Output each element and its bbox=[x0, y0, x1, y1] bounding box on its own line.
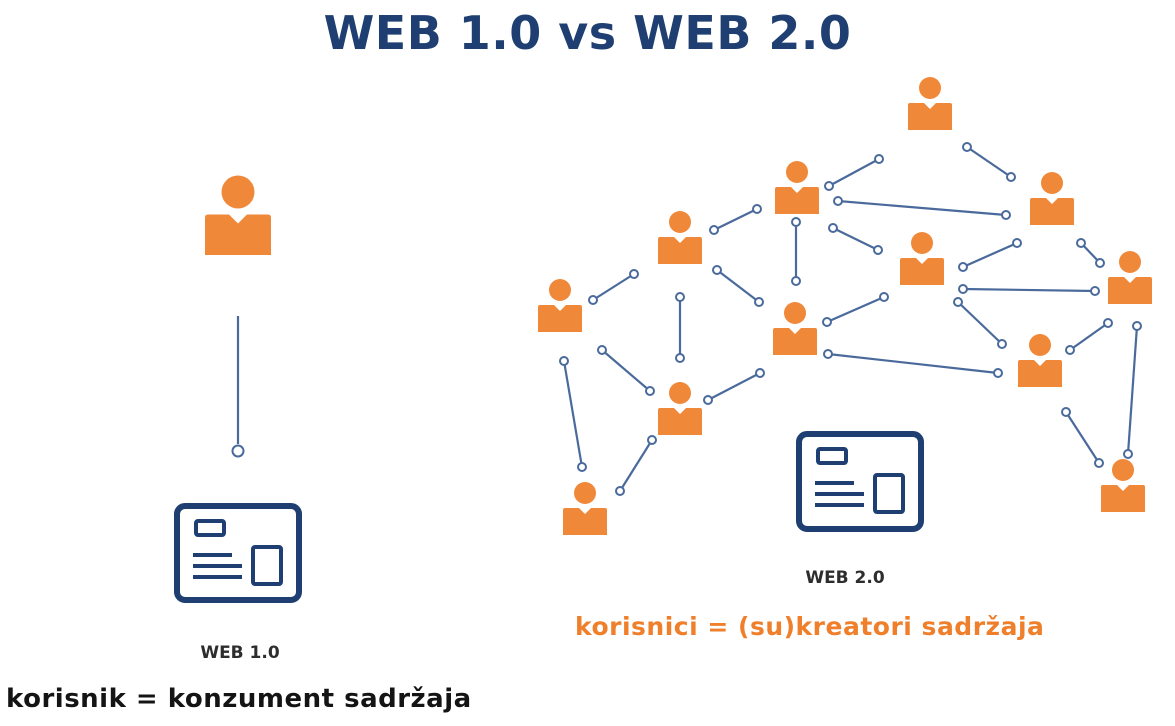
connector-line bbox=[832, 227, 879, 251]
connector-node bbox=[823, 349, 833, 359]
connector-line bbox=[957, 301, 1003, 345]
connector-node bbox=[962, 142, 972, 152]
connector-node bbox=[1103, 318, 1113, 328]
connector-node bbox=[993, 368, 1003, 378]
connector-line bbox=[619, 439, 653, 492]
connector-node bbox=[1090, 286, 1100, 296]
connector-line bbox=[562, 360, 584, 468]
connector-line bbox=[601, 349, 651, 392]
connector-node bbox=[791, 276, 801, 286]
connector-node bbox=[997, 339, 1007, 349]
connector-node bbox=[873, 245, 883, 255]
connector-node bbox=[953, 297, 963, 307]
user-icon bbox=[1030, 172, 1074, 225]
connector-node bbox=[647, 435, 657, 445]
connector-line bbox=[707, 372, 761, 401]
connector-node bbox=[1095, 258, 1105, 268]
connector-node bbox=[675, 292, 685, 302]
web2-caption: korisnici = (su)kreatori sadržaja bbox=[575, 612, 1045, 641]
user-icon bbox=[563, 482, 607, 535]
connector-node bbox=[645, 386, 655, 396]
connector-line bbox=[962, 287, 1096, 293]
web2-network bbox=[538, 77, 1152, 535]
connector-node bbox=[588, 295, 598, 305]
web1-section bbox=[174, 175, 302, 603]
connector-node bbox=[824, 181, 834, 191]
connector-node bbox=[703, 395, 713, 405]
user-icon bbox=[773, 302, 817, 355]
web-page-icon bbox=[174, 503, 302, 603]
user-icon bbox=[775, 161, 819, 214]
user-icon bbox=[538, 279, 582, 332]
user-icon bbox=[658, 211, 702, 264]
user-icon bbox=[1018, 334, 1062, 387]
connector-line bbox=[828, 158, 880, 187]
web1-label: WEB 1.0 bbox=[200, 643, 280, 663]
connector-node bbox=[615, 486, 625, 496]
connector-line bbox=[962, 241, 1018, 269]
connector-node bbox=[675, 353, 685, 363]
connector-line bbox=[1065, 411, 1100, 464]
connector-node bbox=[1076, 238, 1086, 248]
connector-node bbox=[754, 297, 764, 307]
connector-line bbox=[1069, 322, 1109, 351]
connector-node bbox=[874, 154, 884, 164]
connector-node bbox=[958, 262, 968, 272]
web2-label: WEB 2.0 bbox=[805, 568, 885, 588]
connector-node bbox=[755, 368, 765, 378]
connector-node bbox=[822, 317, 832, 327]
connector-node bbox=[752, 204, 762, 214]
connector-node bbox=[231, 444, 245, 458]
user-icon bbox=[205, 175, 271, 255]
connector-line bbox=[837, 199, 1007, 217]
user-icon bbox=[1108, 251, 1152, 304]
web1-caption: korisnik = konzument sadržaja bbox=[6, 684, 472, 714]
connector-node bbox=[1065, 345, 1075, 355]
connector-node bbox=[958, 284, 968, 294]
connector-node bbox=[833, 196, 843, 206]
connector-node bbox=[1123, 449, 1133, 459]
connector-line bbox=[827, 352, 999, 375]
connector-line bbox=[592, 273, 635, 301]
connector-line bbox=[1126, 325, 1139, 455]
connector-node bbox=[1061, 407, 1071, 417]
connector-node bbox=[1001, 210, 1011, 220]
connector-line bbox=[716, 269, 760, 303]
connector-node bbox=[1132, 321, 1142, 331]
connector-node bbox=[791, 217, 801, 227]
user-icon bbox=[658, 382, 702, 435]
connector-node bbox=[879, 292, 889, 302]
web-page-icon bbox=[796, 431, 924, 532]
connector-line bbox=[713, 208, 758, 231]
connector-node bbox=[597, 345, 607, 355]
user-icon bbox=[908, 77, 952, 130]
connector-node bbox=[828, 223, 838, 233]
connector-node bbox=[1094, 458, 1104, 468]
connector-node bbox=[577, 462, 587, 472]
connector-node bbox=[712, 265, 722, 275]
connector-line bbox=[826, 295, 885, 324]
page-title: WEB 1.0 vs WEB 2.0 bbox=[323, 6, 852, 60]
connector-line bbox=[966, 146, 1012, 178]
user-icon bbox=[900, 232, 944, 285]
connector-node bbox=[1006, 172, 1016, 182]
user-icon bbox=[1101, 459, 1145, 512]
connector-node bbox=[559, 356, 569, 366]
connector-node bbox=[629, 269, 639, 279]
connector-node bbox=[1012, 238, 1022, 248]
connector-node bbox=[709, 225, 719, 235]
